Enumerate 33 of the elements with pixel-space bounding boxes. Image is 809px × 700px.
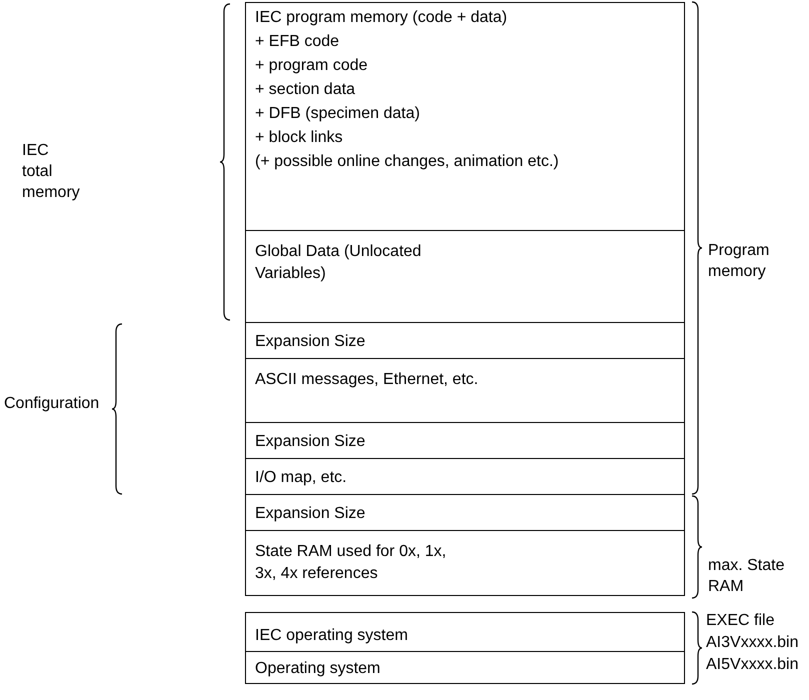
block-text: Expansion Size [255, 432, 366, 452]
block-text: Expansion Size [255, 504, 366, 524]
block-text: ASCII messages, Ethernet, etc. [255, 370, 480, 390]
block-text: Global Data (Unlocated Variables) [255, 242, 422, 284]
memory-block [245, 612, 685, 653]
block-text: IEC program memory (code + data) [255, 8, 508, 28]
block-text: State RAM used for 0x, 1x, 3x, 4x references [255, 542, 448, 584]
memory-block [245, 494, 685, 531]
memory-block [245, 651, 685, 684]
block-text: + program code [255, 56, 368, 76]
side-label: Program memory [708, 241, 770, 282]
memory-block [245, 322, 685, 359]
side-label: EXEC file [706, 611, 776, 631]
block-text: Expansion Size [255, 332, 366, 352]
block-text: + EFB code [255, 32, 340, 52]
memory-block [245, 458, 685, 495]
memory-block [245, 530, 685, 596]
memory-block [245, 230, 685, 323]
block-text: (+ possible online changes, animation etc.) [255, 152, 559, 172]
memory-block [245, 2, 685, 232]
side-label: AI5Vxxxx.bin [706, 655, 800, 675]
block-text: + section data [255, 80, 356, 100]
side-label: max. State RAM [708, 556, 786, 597]
side-label: IEC total memory [22, 141, 81, 203]
side-label: Configuration [4, 394, 100, 414]
memory-block [245, 422, 685, 459]
block-text: I/O map, etc. [255, 468, 347, 488]
side-label: AI3Vxxxx.bin [706, 633, 800, 653]
memory-block [245, 358, 685, 423]
block-text: + block links [255, 128, 343, 148]
block-text: + DFB (specimen data) [255, 104, 420, 124]
block-text: IEC operating system [255, 626, 408, 646]
block-text: Operating system [255, 659, 380, 679]
